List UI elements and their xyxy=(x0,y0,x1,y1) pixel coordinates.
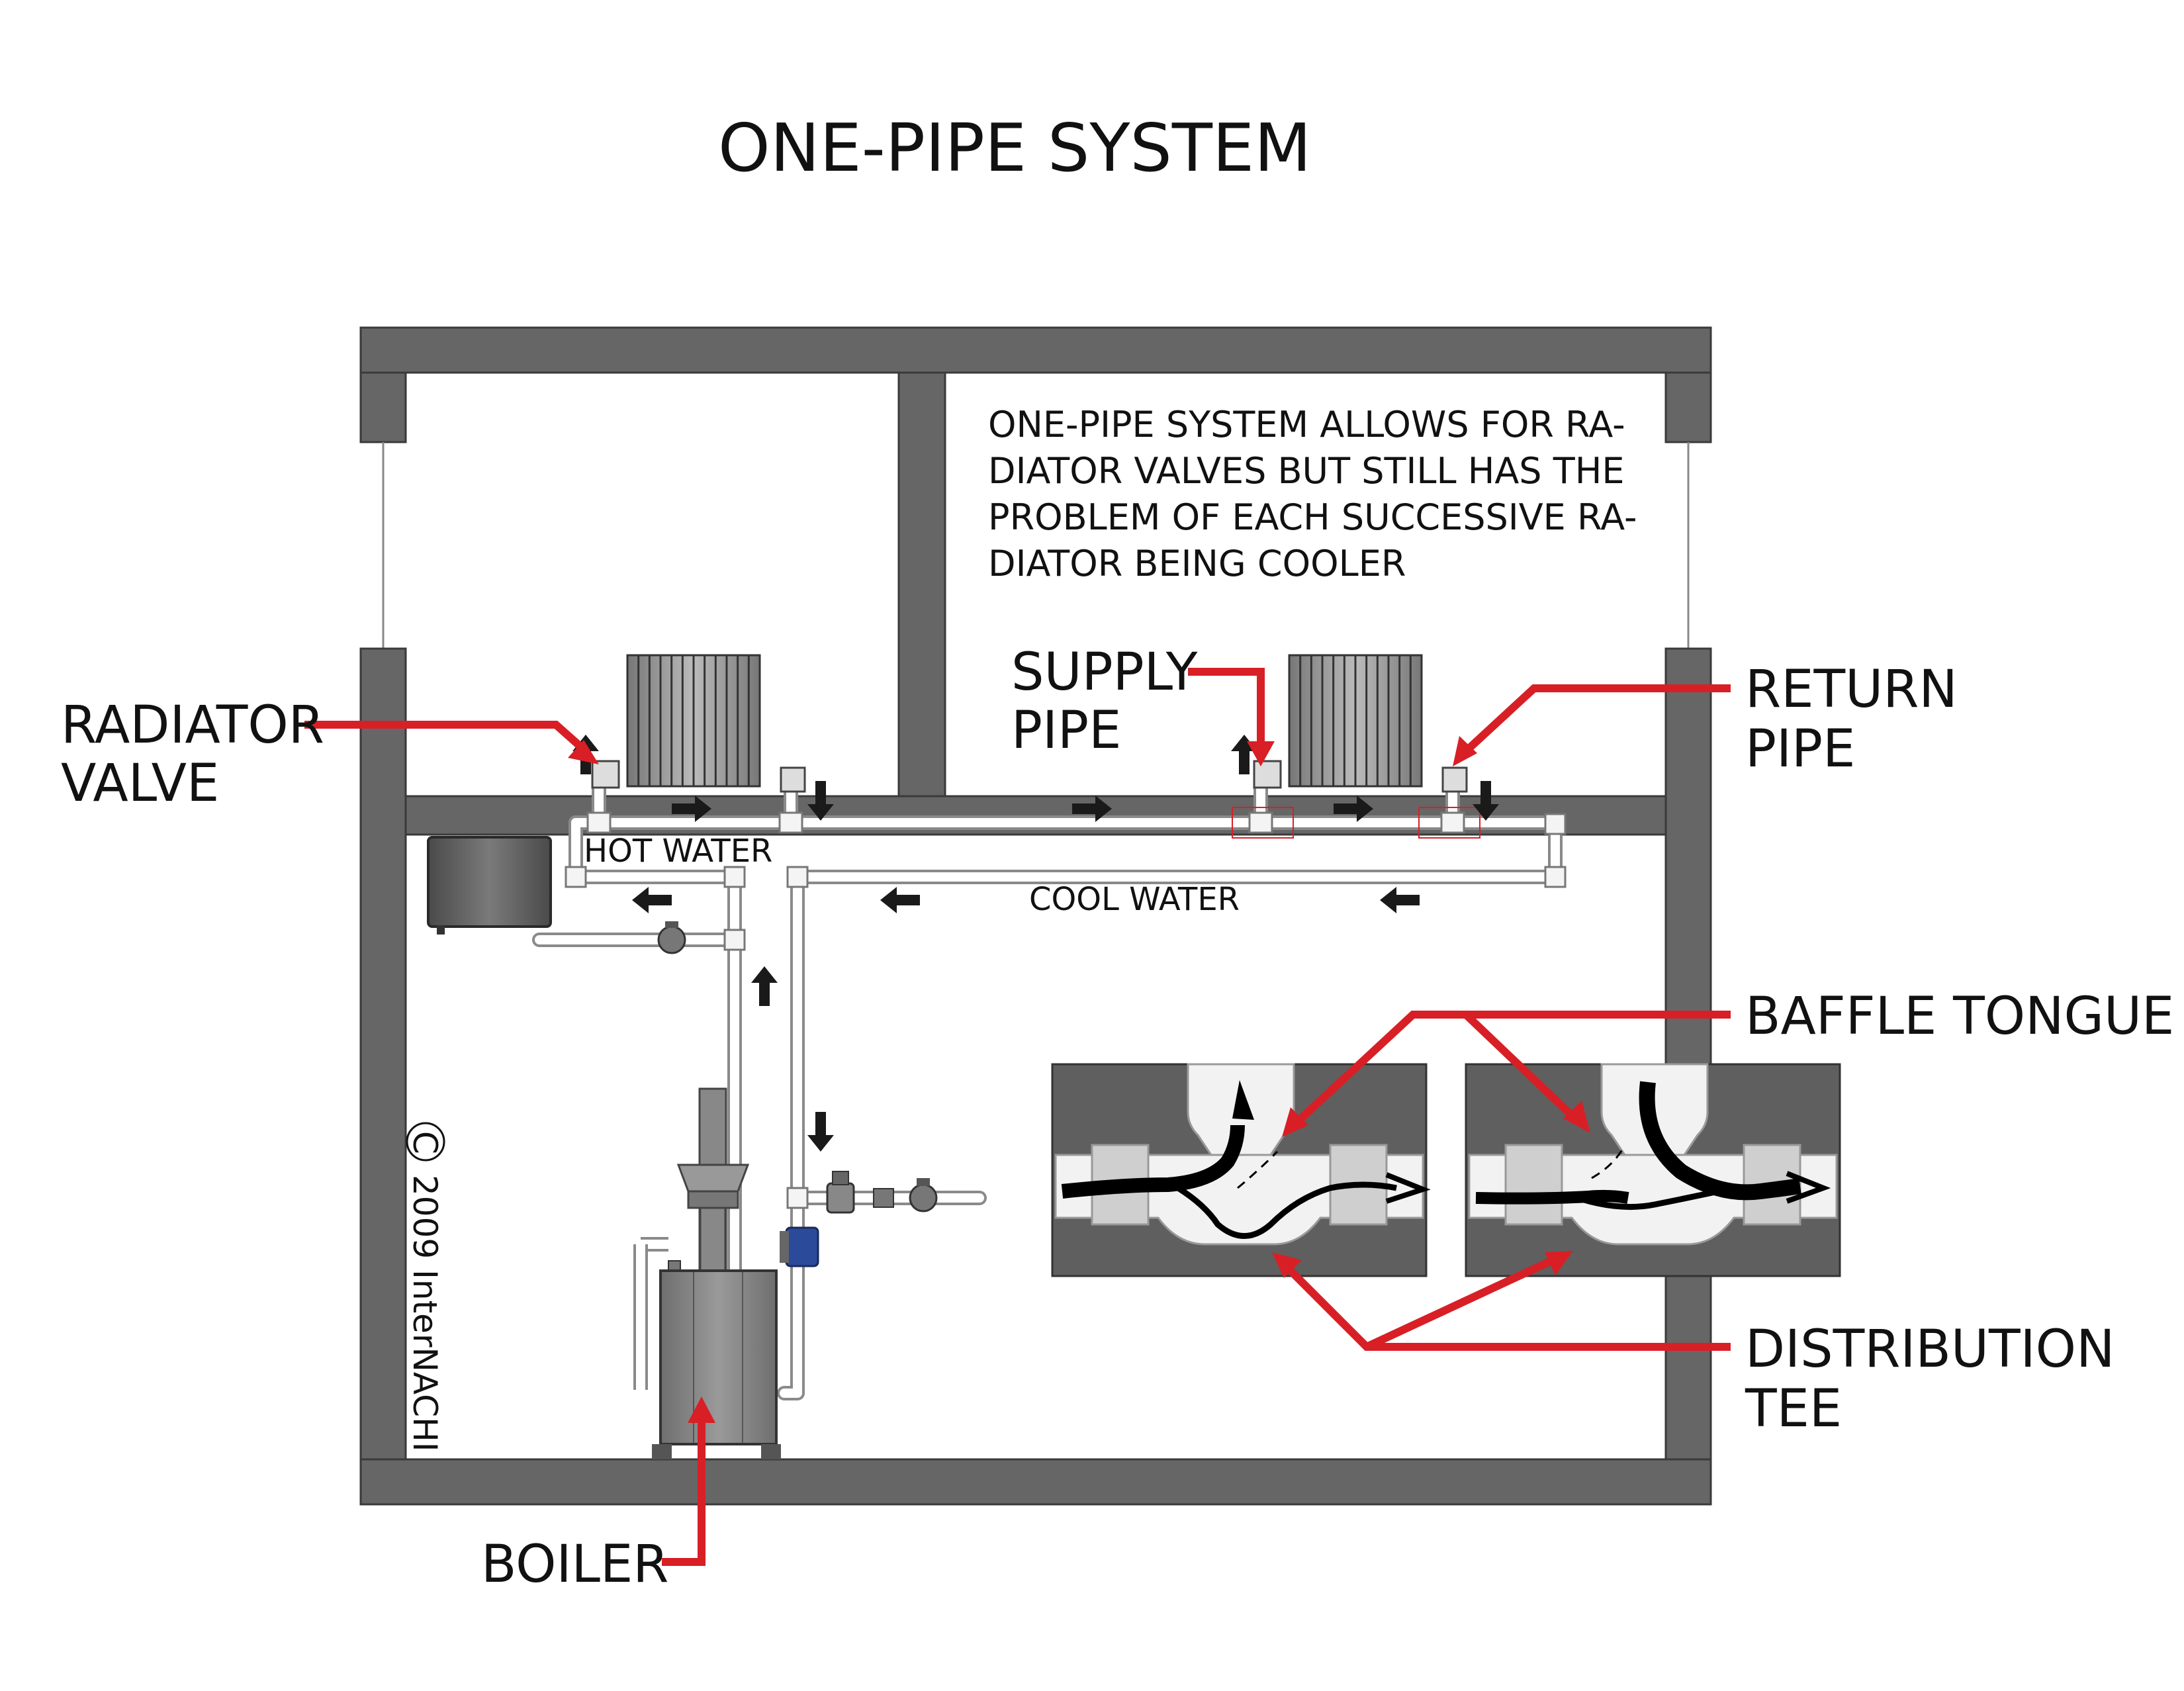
supply-pipe-label-line-2: PIPE xyxy=(1011,701,1121,760)
radiator-valve-left xyxy=(591,760,620,789)
return-pipe-label-line-1: RETURN xyxy=(1745,660,1958,719)
flow-arrow-right xyxy=(1334,796,1373,822)
tank-valve xyxy=(657,925,686,954)
flow-arrow-left xyxy=(880,887,920,913)
boiler-leader xyxy=(662,1413,705,1566)
flow-arrow-down xyxy=(807,1112,834,1152)
interior-partition xyxy=(897,371,946,798)
pipe-valves xyxy=(657,921,938,1267)
flow-arrow-right xyxy=(1072,796,1112,822)
flow-arrow-right xyxy=(672,796,711,822)
flow-arrow-down xyxy=(1473,781,1499,821)
radiator-valve-label-line-2: VALVE xyxy=(61,754,219,813)
pressure-reducing-valve xyxy=(826,1182,855,1214)
copyright-circle xyxy=(406,1122,445,1162)
return-pipe-label-line-2: PIPE xyxy=(1745,719,1855,779)
supply-tee-highlight xyxy=(1232,807,1294,839)
flow-arrow-down xyxy=(807,781,834,821)
piping xyxy=(532,760,1563,1400)
foundation-slab xyxy=(359,1458,1712,1506)
left-wall-upper-stub xyxy=(359,371,407,443)
radiator-valve-leader xyxy=(304,721,588,754)
roof-beam xyxy=(359,326,1712,374)
hot-water-label: HOT WATER xyxy=(584,833,772,870)
circulator-pump xyxy=(785,1226,819,1267)
note-line-4: DIATOR BEING COOLER xyxy=(988,543,1406,584)
expansion-tank xyxy=(427,836,552,935)
distribution-tee-label-line-2: TEE xyxy=(1745,1379,1842,1439)
note-line-2: DIATOR VALVES BUT STILL HAS THE xyxy=(988,450,1624,492)
pipe-fittings xyxy=(565,811,1567,1209)
note-line-1: ONE-PIPE SYSTEM ALLOWS FOR RA- xyxy=(988,404,1625,445)
supply-pipe-label-line-1: SUPPLY xyxy=(1011,643,1198,702)
return-fitting-left xyxy=(780,766,806,793)
flow-arrow-up xyxy=(751,966,778,1006)
baffle-tongue-label: BAFFLE TONGUE xyxy=(1745,987,2174,1046)
copyright-text: 2009 InterNACHI xyxy=(406,1175,444,1451)
return-pipe-leader xyxy=(1463,684,1731,754)
diagram-title: ONE-PIPE SYSTEM xyxy=(718,109,1311,187)
flow-arrow-left xyxy=(1380,887,1420,913)
left-wall xyxy=(359,647,407,1461)
tee-detail-left xyxy=(1051,1063,1431,1277)
callout-labels: RADIATOR VALVE SUPPLY PIPE RETURN PIPE B… xyxy=(61,643,2174,1594)
callout-leaders xyxy=(304,668,1731,1566)
boiler-label: BOILER xyxy=(481,1535,668,1594)
supply-valve-right xyxy=(1253,760,1282,789)
note-line-3: PROBLEM OF EACH SUCCESSIVE RA- xyxy=(988,496,1637,538)
cool-water-label: COOL WATER xyxy=(1029,881,1240,918)
copyright-symbol: C xyxy=(406,1131,444,1154)
boiler-body xyxy=(659,1269,778,1445)
right-wall-upper-stub xyxy=(1664,371,1712,443)
flow-arrow-left xyxy=(632,887,672,913)
feed-valve xyxy=(909,1183,938,1212)
boiler xyxy=(633,1087,781,1459)
baffle-tongue-leader-right xyxy=(1463,1011,1582,1125)
supply-pipe-leader xyxy=(1188,668,1265,751)
distribution-tee-label-line-1: DISTRIBUTION xyxy=(1745,1320,2115,1379)
right-wall xyxy=(1664,647,1712,1461)
radiator-valve-label-line-1: RADIATOR xyxy=(61,696,324,755)
tee-detail-right xyxy=(1465,1063,1841,1277)
distribution-tee-leader-right xyxy=(1365,1254,1561,1351)
callout-arrowheads xyxy=(568,736,1590,1423)
return-fitting-right xyxy=(1441,766,1468,793)
return-tee-highlight xyxy=(1418,807,1480,839)
copyright-notice: C 2009 InterNACHI xyxy=(406,1122,445,1451)
baffle-tongue-leader-left xyxy=(1291,1011,1731,1128)
note-text: ONE-PIPE SYSTEM ALLOWS FOR RA- DIATOR VA… xyxy=(988,404,1637,584)
draft-hood xyxy=(676,1164,750,1193)
